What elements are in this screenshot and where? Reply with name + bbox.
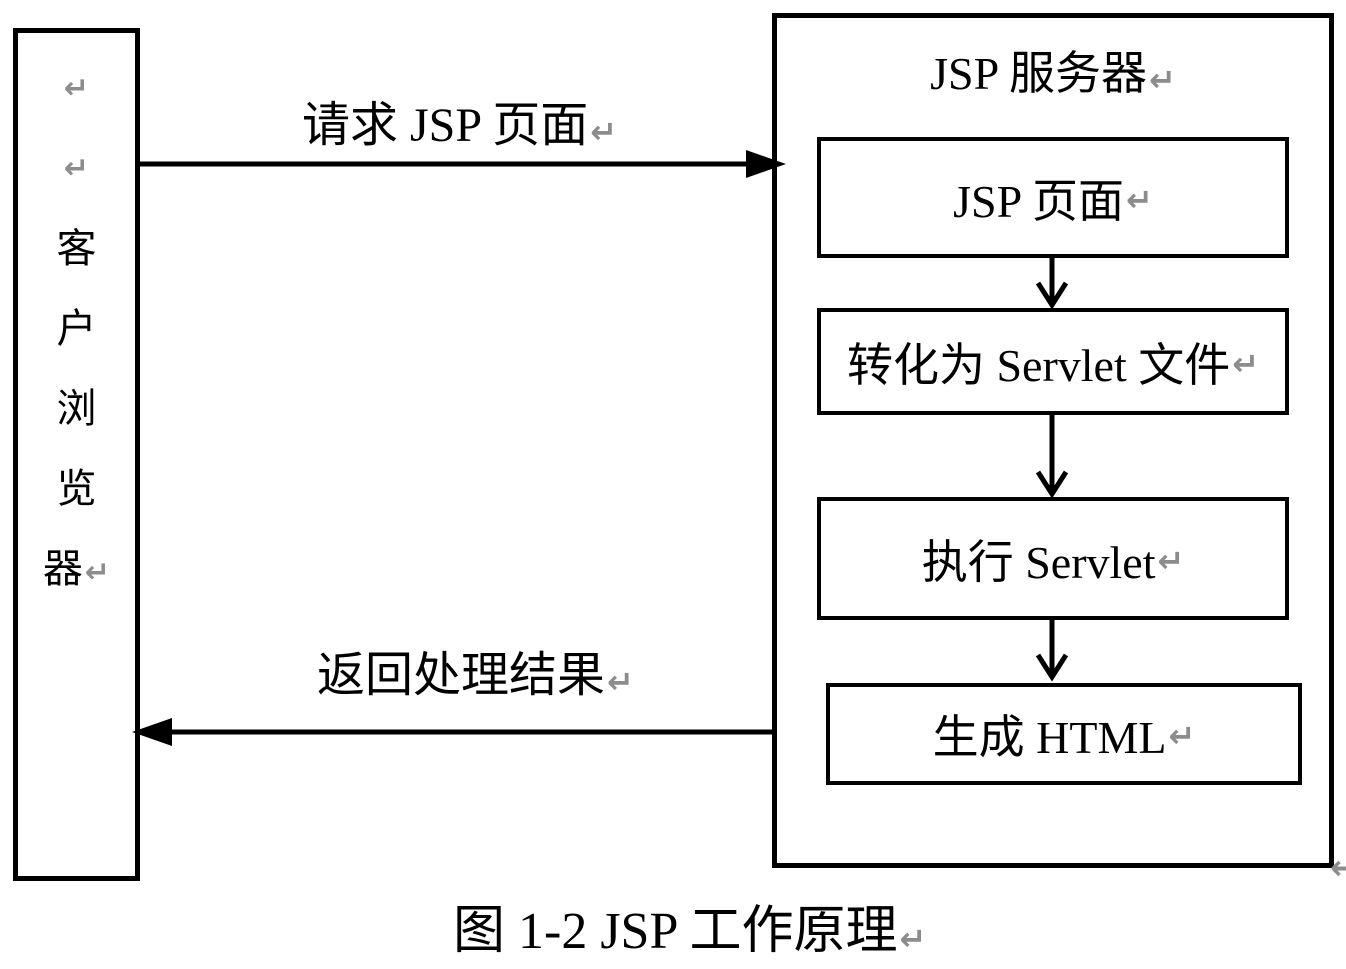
jsp-server-title: JSP 服务器↵	[772, 46, 1334, 106]
paragraph-return-mark-icon: ↵	[1157, 541, 1185, 580]
response-arrow-label: 返回处理结果↵	[317, 650, 634, 706]
figure-caption-text: 图 1-2 JSP 工作原理	[453, 903, 898, 960]
empty-paragraph-line: ↵	[64, 129, 89, 209]
client-browser-char: 器	[42, 546, 83, 591]
figure-caption: 图 1-2 JSP 工作原理↵	[453, 903, 926, 966]
paragraph-return-mark-icon: ↵	[63, 151, 90, 186]
request-arrow-label: 请求 JSP 页面↵	[302, 100, 617, 156]
response-arrow	[132, 718, 772, 746]
paragraph-return-mark-icon: ↵	[63, 71, 90, 106]
step-label: 生成 HTML	[932, 712, 1167, 763]
step-box-jsp-page: JSP 页面↵	[817, 137, 1289, 258]
paragraph-return-mark-icon: ↵	[1232, 344, 1260, 383]
step-label: JSP 页面	[953, 175, 1125, 227]
request-arrow-label-text: 请求 JSP 页面	[302, 99, 589, 152]
jsp-server-box	[772, 13, 1334, 868]
client-browser-box: ↵ ↵ 客 户 浏 览 器↵	[13, 28, 140, 881]
paragraph-return-mark-icon: ↵	[607, 663, 634, 701]
paragraph-return-mark-icon: ↵	[899, 920, 927, 958]
response-arrow-label-text: 返回处理结果	[317, 649, 606, 702]
jsp-server-title-text: JSP 服务器	[930, 48, 1148, 99]
empty-paragraph-line: ↵	[64, 49, 89, 129]
step-box-translate-to-servlet: 转化为 Servlet 文件↵	[817, 308, 1289, 415]
step-label: 转化为 Servlet 文件	[846, 339, 1231, 391]
client-browser-char: 览	[56, 466, 97, 511]
paragraph-return-mark-icon: ↵	[590, 113, 618, 151]
client-browser-char: 浏	[56, 386, 97, 431]
paragraph-return-mark-icon: ↵	[1330, 848, 1346, 888]
paragraph-return-mark-icon: ↵	[1126, 180, 1153, 219]
paragraph-return-mark-icon: ↵	[1168, 717, 1196, 755]
paragraph-return-mark-icon: ↵	[84, 555, 111, 590]
paragraph-return-mark-icon: ↵	[1149, 61, 1176, 99]
client-browser-char-last: 器↵	[43, 529, 110, 609]
client-browser-char: 户	[56, 306, 97, 351]
step-label: 执行 Servlet	[921, 536, 1156, 588]
step-box-execute-servlet: 执行 Servlet↵	[817, 497, 1289, 620]
step-box-generate-html: 生成 HTML↵	[826, 683, 1302, 785]
client-browser-char: 客	[56, 226, 97, 271]
